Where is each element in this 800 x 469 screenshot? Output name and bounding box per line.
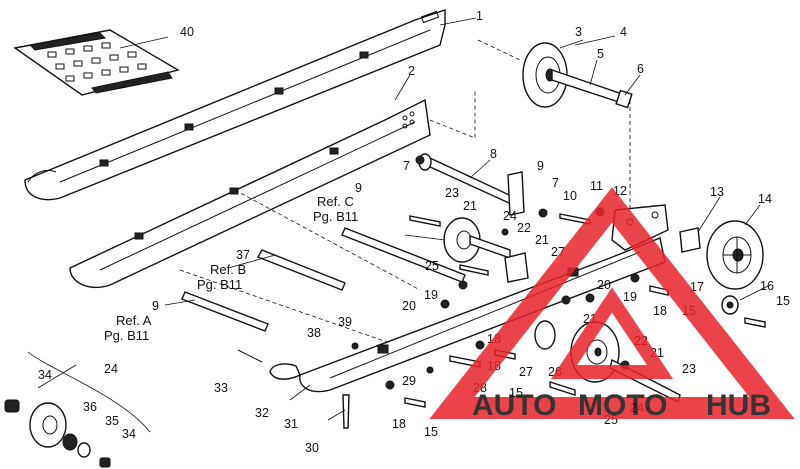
callout-30: 30: [305, 441, 319, 455]
callout-37: 37: [236, 248, 250, 262]
center-idler-wheel: [443, 217, 529, 283]
callout-13: 13: [710, 185, 724, 199]
callout-22: 22: [517, 221, 531, 235]
part-13-spacer: [679, 227, 701, 253]
part-24-subassembly: [4, 351, 151, 468]
ref-a-label: Ref. A: [116, 313, 152, 328]
part-30-bolt: [342, 394, 350, 429]
callout-7: 7: [403, 159, 410, 173]
part-14-idler-wheel: [706, 220, 764, 290]
ref-b-page: Pg. B11: [197, 277, 242, 292]
callout-25: 25: [425, 259, 439, 273]
callout-23: 23: [682, 362, 696, 376]
part-37-tube: [256, 249, 346, 291]
part-9-tube-a: [181, 291, 269, 332]
callout-40: 40: [180, 25, 194, 39]
callout-9: 9: [355, 181, 362, 195]
ref-c-label: Ref. C: [317, 194, 354, 209]
leader-lines: [37, 17, 771, 421]
callout-11: 11: [590, 179, 603, 193]
part-16-washer: [721, 295, 739, 315]
part-2-rail: [69, 98, 431, 289]
ref-b-label: Ref. B: [210, 262, 246, 277]
part-40-plate: [13, 29, 180, 96]
callout-20: 20: [597, 278, 611, 292]
callout-6: 6: [637, 62, 644, 76]
watermark-text-auto: AUTO: [472, 389, 556, 422]
part-8-cross-shaft: [418, 153, 525, 216]
callout-21: 21: [535, 233, 549, 247]
callout-15: 15: [424, 425, 438, 439]
watermark-logo: AUTO MOTO HUB: [429, 187, 795, 422]
callout-24: 24: [503, 209, 517, 223]
callout-20: 20: [402, 299, 416, 313]
callout-7: 7: [552, 176, 559, 190]
callout-19: 19: [424, 288, 438, 302]
callout-1: 1: [476, 9, 483, 23]
watermark-text-hub: HUB: [706, 389, 771, 422]
callout-27: 27: [519, 365, 533, 379]
callout-34: 34: [122, 427, 136, 441]
callout-32: 32: [255, 406, 269, 420]
callout-2: 2: [408, 64, 415, 78]
callout-9: 9: [152, 299, 159, 313]
reference-labels: Ref. C Pg. B11 Ref. B Pg. B11 Ref. A Pg.…: [104, 194, 358, 343]
callout-3: 3: [575, 25, 582, 39]
part-33-pin: [237, 349, 263, 363]
callout-31: 31: [284, 417, 298, 431]
callout-29: 29: [402, 374, 416, 388]
watermark-text-moto: MOTO: [578, 389, 667, 422]
callout-8: 8: [490, 147, 497, 161]
callout-18: 18: [392, 417, 406, 431]
callout-16: 16: [760, 279, 774, 293]
callout-5: 5: [597, 47, 604, 61]
callout-4: 4: [620, 25, 627, 39]
callout-21: 21: [463, 199, 477, 213]
callout-24: 24: [104, 362, 118, 376]
callout-38: 38: [307, 326, 321, 340]
callout-34: 34: [38, 368, 52, 382]
callout-14: 14: [758, 192, 772, 206]
callout-15: 15: [509, 386, 523, 400]
callout-15: 15: [776, 294, 790, 308]
callout-23: 23: [445, 186, 459, 200]
callout-9: 9: [537, 159, 544, 173]
alignment-lines: [179, 39, 631, 351]
callout-17: 17: [690, 280, 704, 294]
callout-19: 19: [623, 290, 637, 304]
callout-39: 39: [338, 315, 352, 329]
ref-a-page: Pg. B11: [104, 328, 149, 343]
callout-18: 18: [653, 304, 667, 318]
part-1-rail: [24, 9, 446, 201]
part-32-bumper: [269, 363, 301, 380]
callout-10: 10: [563, 189, 577, 203]
callout-33: 33: [214, 381, 228, 395]
part-3-6-wheel-axle: [522, 42, 633, 109]
watermark-inner-triangle: [550, 287, 674, 379]
callout-36: 36: [83, 400, 97, 414]
callout-35: 35: [105, 414, 119, 428]
watermark-triangle: [429, 187, 795, 419]
ref-c-page: Pg. B11: [313, 209, 358, 224]
